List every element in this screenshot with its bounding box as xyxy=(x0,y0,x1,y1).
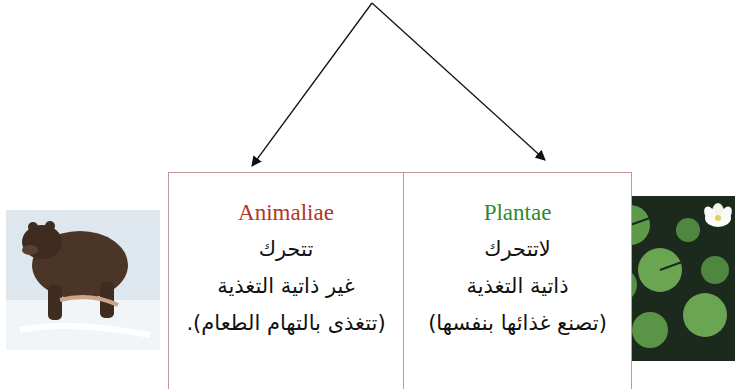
trait-text: (تصنع غذائها بنفسها) xyxy=(404,305,631,342)
trait-text: ذاتية التغذية xyxy=(404,268,631,305)
kingdom-box: Animaliaeتتحركغير ذاتية التغذية(تتغذى با… xyxy=(168,172,404,389)
trait-text: تتحرك xyxy=(169,231,403,268)
kingdom-name: Plantae xyxy=(404,195,631,231)
bear-picture xyxy=(6,210,160,350)
branch-arrow xyxy=(252,3,372,166)
trait-text: غير ذاتية التغذية xyxy=(169,268,403,305)
branch-arrow xyxy=(372,3,545,160)
trait-text: لاتتحرك xyxy=(404,231,631,268)
trait-text: (تتغذى بالتهام الطعام). xyxy=(169,305,403,342)
kingdom-box: Plantaeلاتتحركذاتية التغذية(تصنع غذائها … xyxy=(403,172,632,389)
kingdom-name: Animaliae xyxy=(169,195,403,231)
